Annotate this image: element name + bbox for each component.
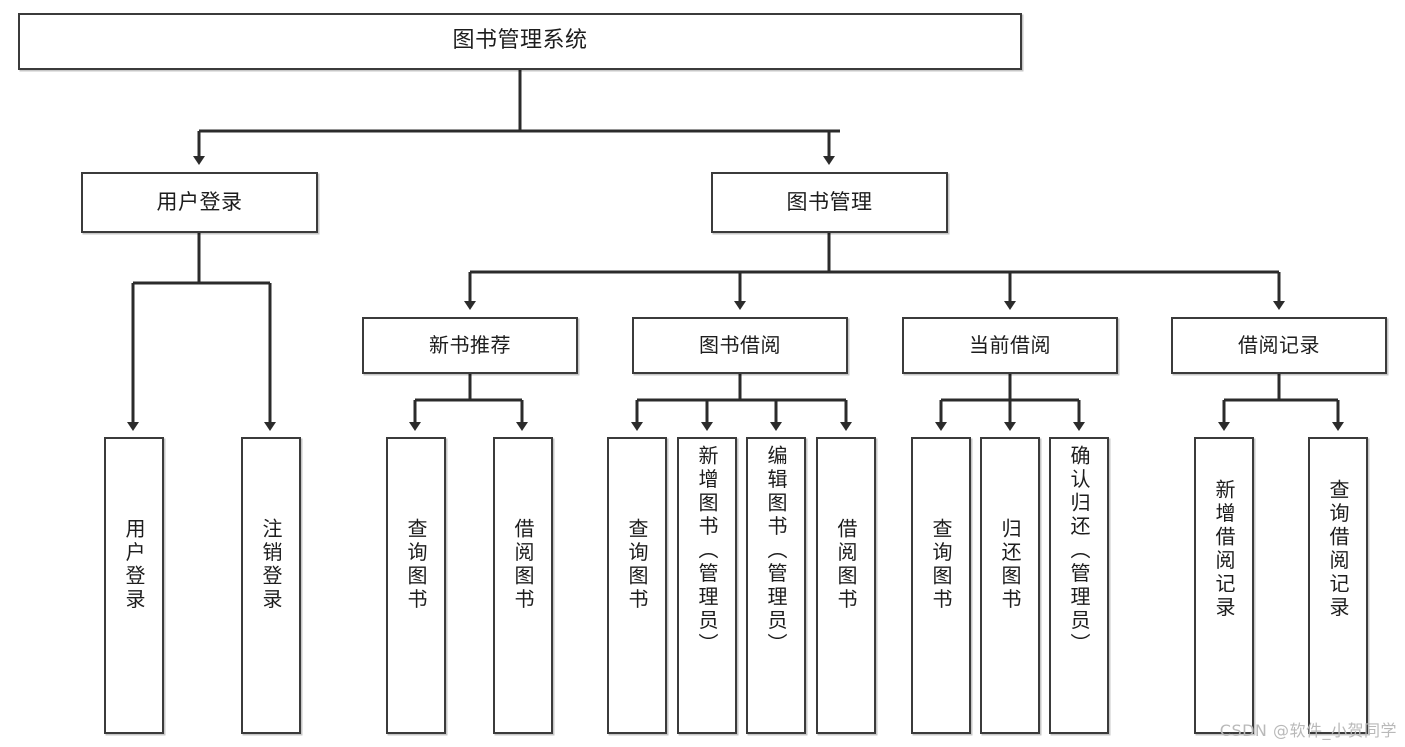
node-root-book-management-system[interactable]: 图书管理系统	[18, 13, 1022, 70]
node-leaf-edit-book[interactable]: 编辑图书（管理员）	[746, 437, 806, 734]
node-label: 借阅记录	[1238, 333, 1320, 358]
node-leaf-query-book-new[interactable]: 查询图书	[386, 437, 446, 734]
node-label: 用户登录	[156, 189, 243, 214]
node-label: 确认归还（管理员）	[1067, 445, 1091, 657]
node-book-borrow[interactable]: 图书借阅	[632, 317, 848, 374]
node-borrow-record[interactable]: 借阅记录	[1171, 317, 1387, 374]
node-label: 图书管理系统	[452, 28, 588, 54]
node-label: 新增借阅记录	[1212, 479, 1236, 620]
node-label: 查询图书	[625, 518, 649, 612]
node-label: 借阅图书	[511, 518, 535, 612]
node-leaf-borrow-book-new[interactable]: 借阅图书	[493, 437, 553, 734]
node-user-login[interactable]: 用户登录	[81, 172, 318, 233]
node-label: 新增图书（管理员）	[695, 445, 719, 657]
node-label: 当前借阅	[969, 333, 1051, 358]
node-book-management[interactable]: 图书管理	[711, 172, 948, 233]
node-label: 查询图书	[929, 518, 953, 612]
node-label: 新书推荐	[429, 333, 511, 358]
node-leaf-borrow-book-borrow[interactable]: 借阅图书	[816, 437, 876, 734]
node-leaf-user-logout[interactable]: 注销登录	[241, 437, 301, 734]
node-leaf-query-borrow-record[interactable]: 查询借阅记录	[1308, 437, 1368, 734]
node-label: 归还图书	[998, 518, 1022, 612]
node-label: 查询借阅记录	[1326, 479, 1350, 620]
node-new-book-recommend[interactable]: 新书推荐	[362, 317, 578, 374]
node-leaf-query-book-current[interactable]: 查询图书	[911, 437, 971, 734]
node-label: 查询图书	[404, 518, 428, 612]
node-label: 编辑图书（管理员）	[764, 445, 788, 657]
node-leaf-user-login[interactable]: 用户登录	[104, 437, 164, 734]
node-leaf-add-book[interactable]: 新增图书（管理员）	[677, 437, 737, 734]
csdn-watermark: CSDN @软件_小贺同学	[1219, 721, 1397, 740]
node-label: 借阅图书	[834, 518, 858, 612]
node-label: 用户登录	[122, 518, 146, 612]
node-label: 图书管理	[786, 189, 873, 214]
node-current-borrow[interactable]: 当前借阅	[902, 317, 1118, 374]
node-leaf-add-borrow-record[interactable]: 新增借阅记录	[1194, 437, 1254, 734]
node-label: 注销登录	[259, 518, 283, 612]
node-leaf-return-book[interactable]: 归还图书	[980, 437, 1040, 734]
node-label: 图书借阅	[699, 333, 781, 358]
node-leaf-query-book-borrow[interactable]: 查询图书	[607, 437, 667, 734]
node-leaf-confirm-return[interactable]: 确认归还（管理员）	[1049, 437, 1109, 734]
